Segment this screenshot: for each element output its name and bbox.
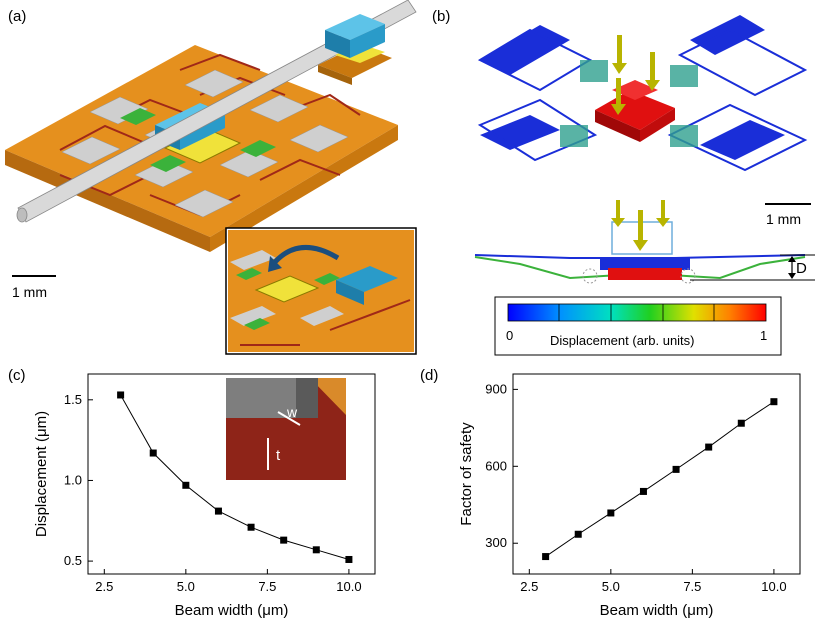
x-axis-label: Beam width (μm) xyxy=(175,602,289,618)
fem-side-view xyxy=(474,200,815,284)
data-point xyxy=(312,546,320,554)
colorbar-max-label: 1 xyxy=(760,328,768,343)
panel-a-label: (a) xyxy=(8,8,27,25)
series-line xyxy=(120,394,350,560)
data-point xyxy=(672,465,680,473)
colorbar-title: Displacement (arb. units) xyxy=(550,333,695,348)
plot-frame xyxy=(512,373,801,575)
data-point xyxy=(280,536,288,544)
x-tick-label: 2.5 xyxy=(520,579,538,594)
scale-label-b: 1 mm xyxy=(766,211,801,227)
plot-frame xyxy=(87,373,376,575)
data-point xyxy=(117,391,125,399)
panel-b-fem-simulation xyxy=(474,15,815,356)
x-tick-label: 5.0 xyxy=(602,579,620,594)
x-tick-label: 2.5 xyxy=(95,579,113,594)
inset-t-label: t xyxy=(276,447,281,464)
colorbar-ticks xyxy=(558,304,715,321)
data-point xyxy=(639,487,647,495)
panel-c-label: (c) xyxy=(8,367,26,384)
y-tick-label: 300 xyxy=(485,535,507,550)
panel-b-label: (b) xyxy=(432,8,451,25)
scale-label-a: 1 mm xyxy=(12,284,47,300)
x-tick-label: 10.0 xyxy=(761,579,786,594)
y-axis-label: Displacement (μm) xyxy=(33,411,50,537)
data-point xyxy=(214,507,222,515)
x-tick-label: 7.5 xyxy=(258,579,276,594)
panel-a-device-illustration xyxy=(5,0,417,355)
y-axis-label: Factor of safety xyxy=(458,422,475,526)
data-point xyxy=(607,509,615,517)
data-point xyxy=(705,443,713,451)
inset-beam-crosssection: wt xyxy=(226,378,346,480)
rod xyxy=(16,0,417,223)
contact-pads xyxy=(61,69,349,218)
inset-w-label: w xyxy=(286,404,298,420)
y-tick-label: 0.5 xyxy=(64,553,82,568)
dimension-label-d: D xyxy=(796,260,807,277)
scale-bar-a xyxy=(12,275,56,277)
y-tick-label: 600 xyxy=(485,458,507,473)
data-point xyxy=(770,398,778,406)
data-point xyxy=(574,530,582,538)
data-point xyxy=(542,553,550,561)
inset-flipchip xyxy=(225,227,417,355)
y-tick-label: 1.5 xyxy=(64,392,82,407)
series-line xyxy=(545,401,775,557)
y-tick-label: 900 xyxy=(485,381,507,396)
scale-bar-b xyxy=(765,203,811,205)
data-point xyxy=(737,419,745,427)
colorbar-min-label: 0 xyxy=(506,328,514,343)
x-tick-label: 7.5 xyxy=(683,579,701,594)
colorbar-gradient xyxy=(507,303,767,322)
inset-beam-face xyxy=(296,378,318,418)
data-point xyxy=(247,523,255,531)
y-tick-label: 1.0 xyxy=(64,472,82,487)
data-point xyxy=(345,555,353,563)
data-point xyxy=(149,449,157,457)
x-tick-label: 10.0 xyxy=(336,579,361,594)
fem-top-view xyxy=(477,15,808,172)
inset-beam-top xyxy=(226,378,318,418)
x-tick-label: 5.0 xyxy=(177,579,195,594)
x-axis-label: Beam width (μm) xyxy=(600,602,714,618)
inset-w-arrow xyxy=(277,411,301,426)
data-point xyxy=(182,481,190,489)
top-chip-assembly xyxy=(318,14,392,85)
panel-d-label: (d) xyxy=(420,367,439,384)
